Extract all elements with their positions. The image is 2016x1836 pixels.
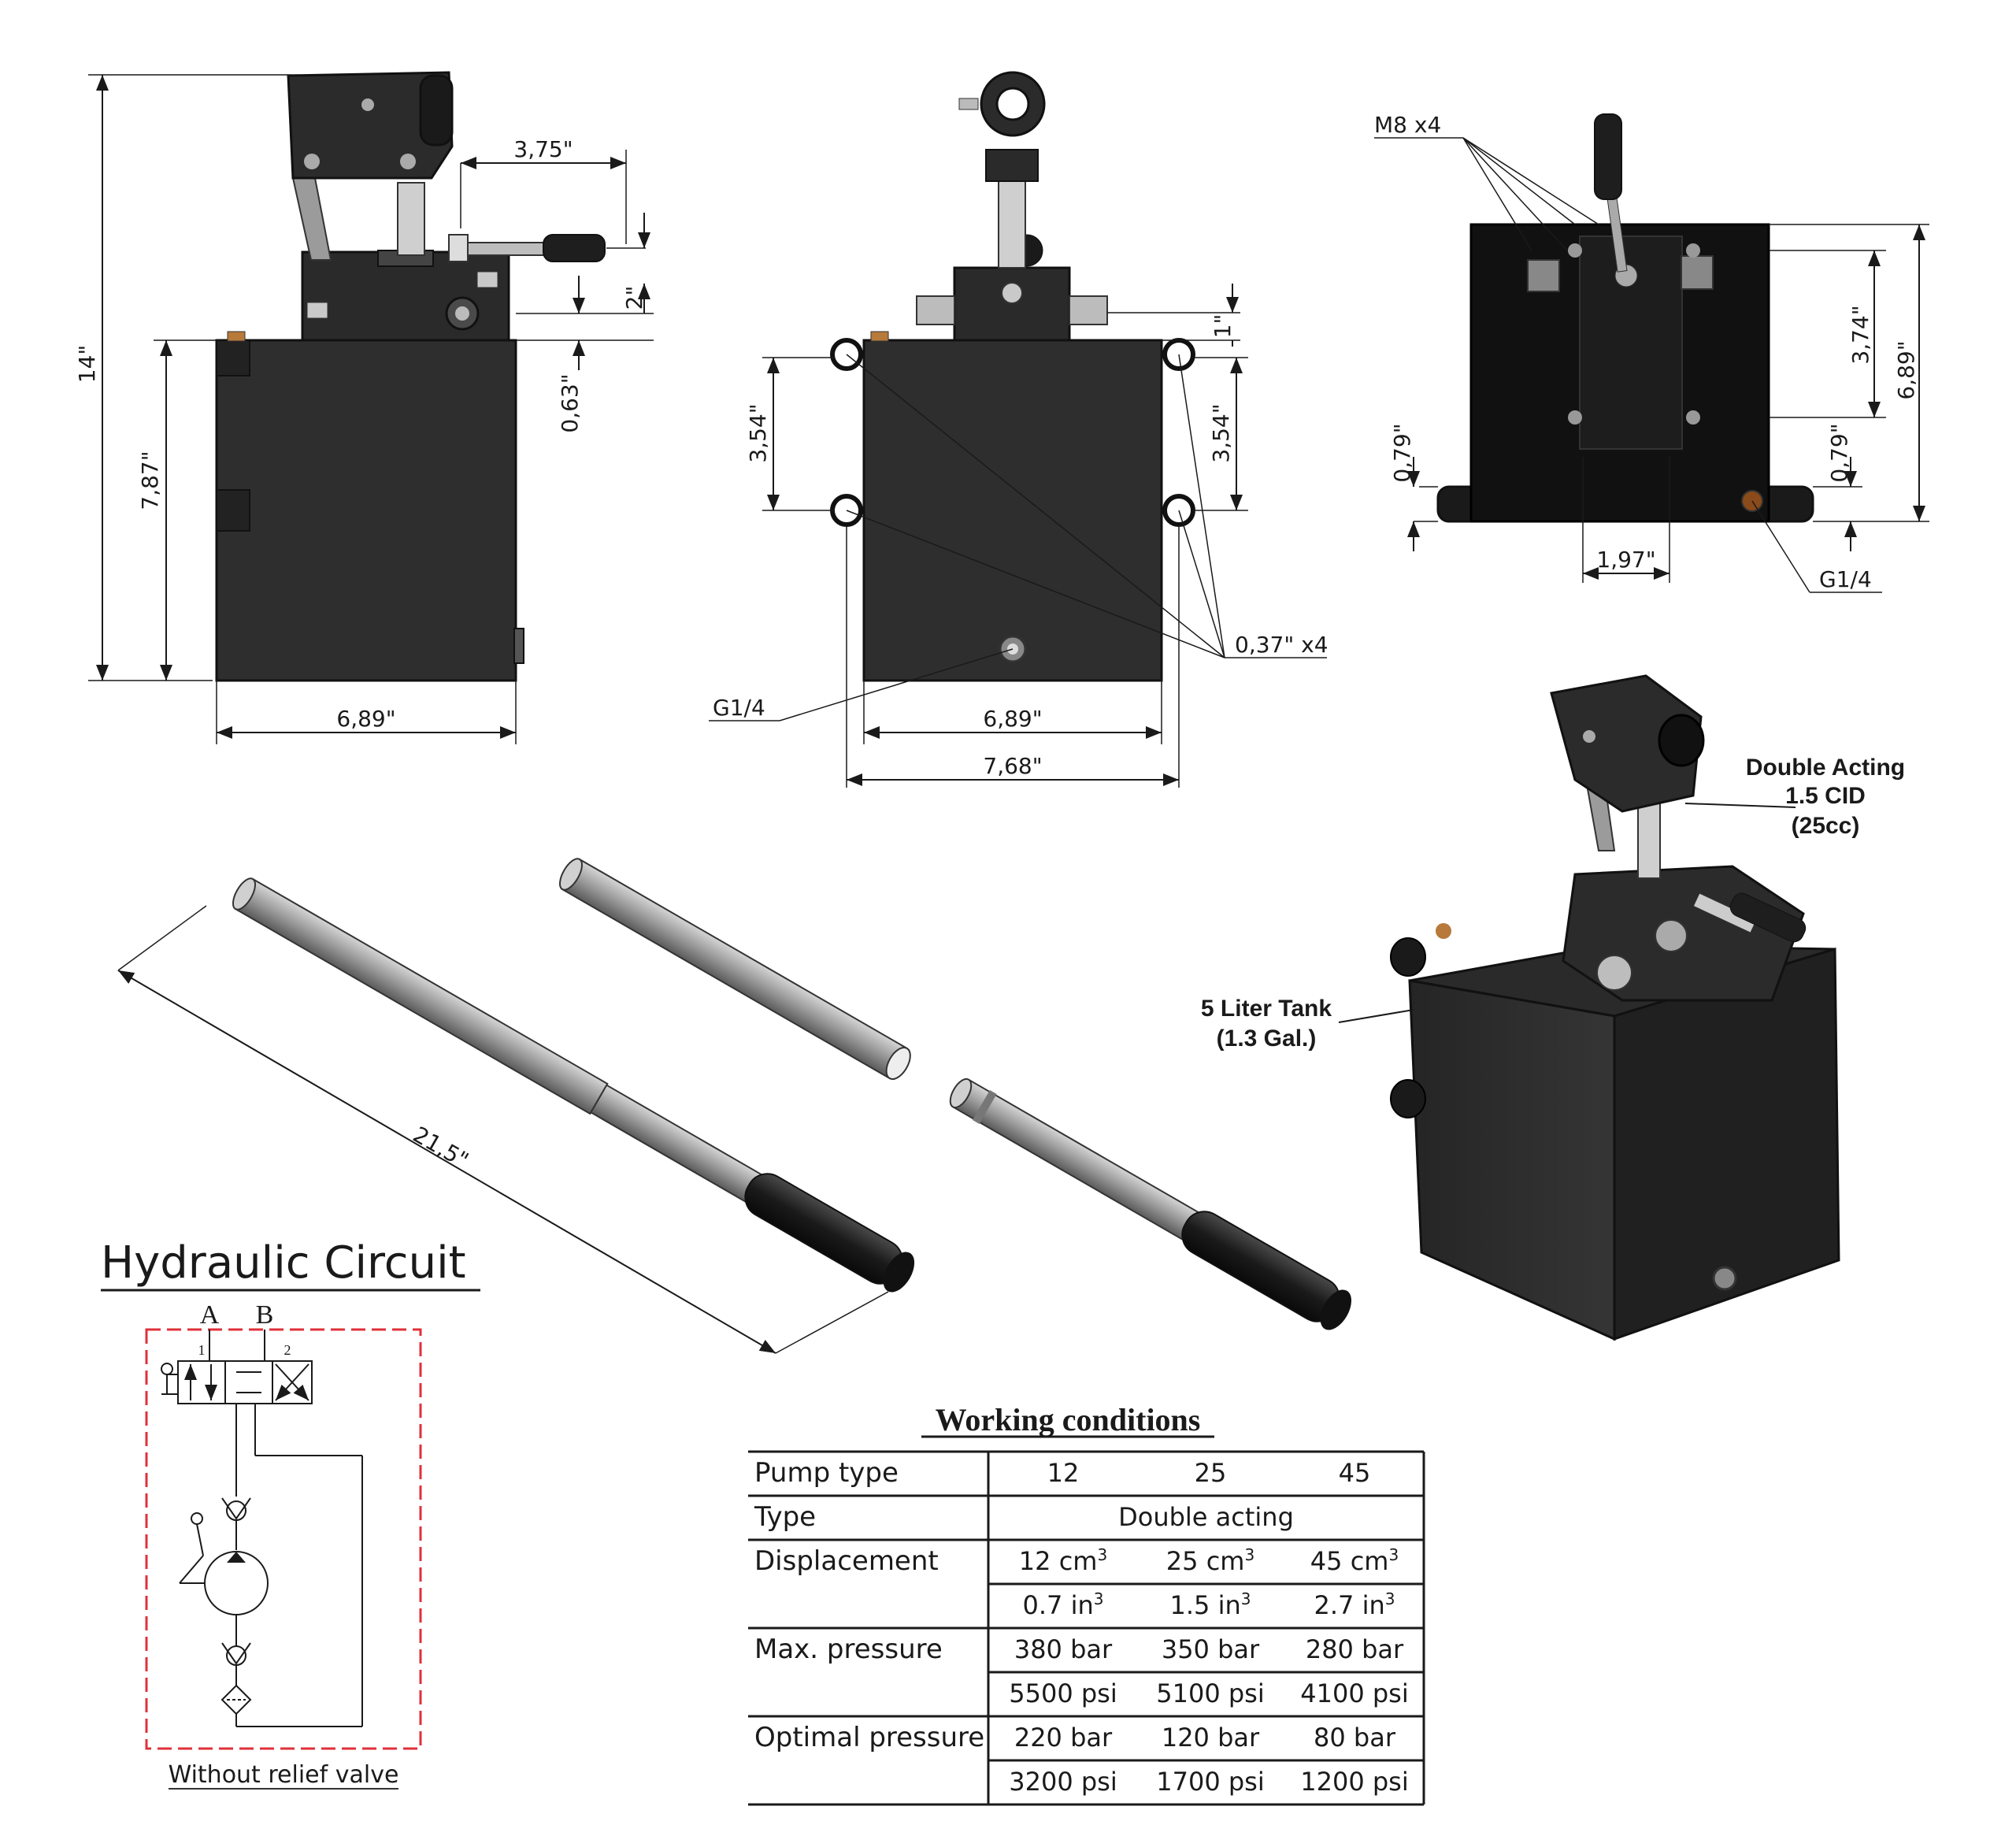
side-port-lower: [216, 489, 250, 532]
table-cell: 1200 psi: [1300, 1767, 1408, 1797]
table-cell: 45 cm3: [1310, 1545, 1399, 1576]
circuit-caption: Without relief valve: [169, 1761, 399, 1789]
table-cell: 80 bar: [1314, 1723, 1396, 1753]
table-cell: 280 bar: [1306, 1634, 1404, 1664]
label-mount-holes: 0,37" x4: [1235, 632, 1329, 658]
dim-front-mount-width: 7,68": [983, 753, 1042, 779]
table-cell: 5500 psi: [1009, 1678, 1117, 1708]
callout-pump-3: (25cc): [1792, 813, 1860, 839]
front-mount-eye-tl: [830, 338, 863, 371]
table-row-label: Displacement: [754, 1545, 939, 1577]
dim-lever-length: 21,5": [409, 1122, 473, 1174]
callout-pump-2: 1.5 CID: [1785, 783, 1866, 809]
table-cell: 220 bar: [1014, 1723, 1113, 1753]
front-view: 3,54" 3,54" 1" 6,89" 7,68" 0,37" x4 G1/4: [709, 71, 1329, 788]
table-cell: 12 cm3: [1019, 1545, 1107, 1576]
dim-height-total: 14": [74, 345, 100, 384]
table-cell: 5100 psi: [1156, 1678, 1264, 1708]
circuit-title: Hydraulic Circuit: [101, 1237, 466, 1289]
callout-pump-1: Double Acting: [1746, 755, 1905, 781]
label-front-drain: G1/4: [713, 695, 765, 721]
dim-top-port-spacing: 1,97": [1596, 547, 1655, 573]
lever-disassembled: [559, 858, 1352, 1330]
table-cell: 12: [1047, 1458, 1080, 1488]
hydraulic-circuit: Hydraulic Circuit A B 1 2: [101, 1237, 480, 1790]
side-plug: [227, 331, 246, 342]
table-row-label: Max. pressure: [754, 1634, 943, 1665]
table-row-label: Pump type: [754, 1457, 899, 1489]
dim-front-width: 6,89": [983, 706, 1042, 732]
table-row-label: Type: [754, 1501, 816, 1533]
dim-top-inner: 3,74": [1847, 305, 1873, 364]
dim-top-foot-left: 0,79": [1389, 423, 1415, 482]
check-valve-upper: [221, 1497, 251, 1521]
table-row-label: Optimal pressure: [754, 1722, 984, 1753]
table-cell: 3200 psi: [1009, 1767, 1117, 1797]
table-cell: 1.5 in3: [1170, 1589, 1251, 1620]
top-lever-grip: [1594, 113, 1622, 200]
front-tank: [862, 339, 1163, 682]
side-lever-grip: [543, 234, 606, 262]
filter-symbol: [220, 1684, 252, 1715]
circuit-pos-1: 1: [198, 1342, 206, 1358]
label-top-port: G1/4: [1819, 566, 1872, 592]
dim-front-hole-left: 3,54": [745, 403, 771, 462]
check-valve-lower: [221, 1642, 251, 1666]
directional-valve: 1 2: [161, 1342, 313, 1404]
table-cell: 0.7 in3: [1023, 1589, 1104, 1620]
side-lever-stub: [454, 242, 547, 256]
callout-tank-2: (1.3 Gal.): [1217, 1026, 1317, 1052]
dim-handle-height: 2": [621, 286, 647, 310]
table-cell: 1700 psi: [1156, 1767, 1264, 1797]
circuit-pos-2: 2: [284, 1342, 291, 1358]
table-cell: 380 bar: [1014, 1634, 1113, 1664]
table-cell: 4100 psi: [1300, 1678, 1408, 1708]
iso-pump: Double Acting 1.5 CID (25cc) 5 Liter Tan…: [1201, 674, 1905, 1341]
dim-top-depth: 6,89": [1893, 340, 1919, 399]
dim-top-foot-right: 0,79": [1826, 423, 1852, 482]
hand-pump-symbol: [179, 1512, 269, 1615]
circuit-port-b: B: [256, 1300, 274, 1330]
table-cell: 2.7 in3: [1314, 1589, 1395, 1620]
iso-tank-left: [1408, 979, 1616, 1341]
dim-side-width: 6,89": [336, 706, 395, 732]
table-cell: 45: [1339, 1458, 1371, 1488]
table-cell: Double acting: [1118, 1502, 1294, 1532]
callout-tank-1: 5 Liter Tank: [1201, 996, 1332, 1022]
dim-front-hole-right: 3,54": [1208, 403, 1234, 462]
side-port-upper: [216, 339, 250, 376]
table-cell: 25 cm3: [1166, 1545, 1254, 1576]
side-view: 14" 7,87" 3,75" 2" 0,63" 6,89": [74, 71, 654, 744]
circuit-port-a: A: [200, 1300, 220, 1330]
circuit-frame: [145, 1328, 422, 1750]
dim-tank-height: 7,87": [137, 451, 163, 510]
dim-port-height: 0,63": [557, 373, 583, 432]
dim-handle-offset: 3,75": [513, 136, 573, 162]
side-handle-head: [287, 71, 454, 180]
side-tank: [215, 339, 517, 682]
table-cell: 25: [1195, 1458, 1227, 1488]
iso-handle-head: [1550, 674, 1703, 813]
table-title: Working conditions: [936, 1402, 1201, 1437]
label-top-bolts: M8 x4: [1374, 112, 1441, 138]
table-cell: 120 bar: [1162, 1723, 1260, 1753]
table-cell: 350 bar: [1162, 1634, 1260, 1664]
dim-front-port: 1": [1210, 314, 1236, 339]
side-piston: [397, 182, 425, 256]
side-fitting: [513, 628, 524, 664]
top-view: M8 x4 6,89" 3,74" 0,79" 0,79" 1,97" G1/4: [1374, 112, 1929, 593]
side-link-arm: [291, 177, 332, 261]
